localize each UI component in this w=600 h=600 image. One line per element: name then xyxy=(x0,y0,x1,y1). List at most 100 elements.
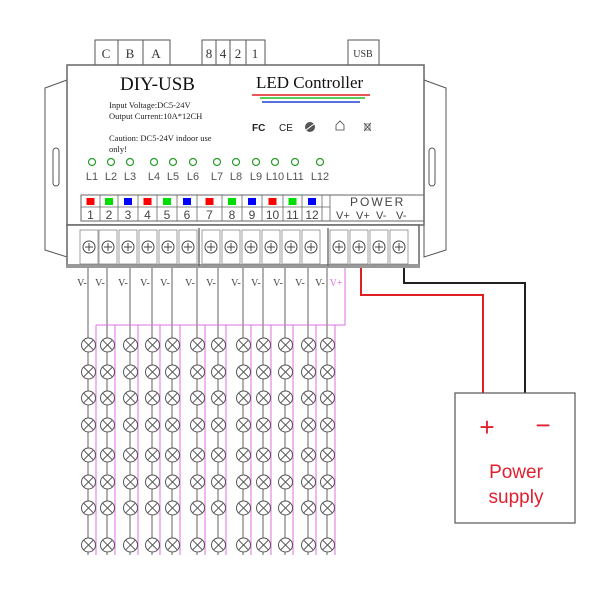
lamp-icon xyxy=(320,537,335,553)
common-bus-wire xyxy=(96,268,346,326)
lamp-icon xyxy=(236,474,251,490)
led-indicator-icon xyxy=(168,157,178,167)
lamp-icon xyxy=(190,474,205,490)
lamp-icon xyxy=(301,500,316,516)
lamp-icon xyxy=(123,417,138,433)
power-supply: + − Power supply xyxy=(454,392,576,524)
terminal-cell xyxy=(178,229,198,265)
connector-label-c: C xyxy=(102,46,111,61)
terminal-cell xyxy=(138,229,158,265)
lamp-icon xyxy=(236,417,251,433)
lamp-icon xyxy=(301,337,316,353)
usb-port: USB xyxy=(347,39,380,66)
recycle-icon xyxy=(305,122,315,132)
power-label-area: POWER V+ V+ V- V- xyxy=(336,195,407,222)
left-mounting-bracket xyxy=(44,79,68,258)
led-indicator-icon xyxy=(251,157,261,167)
lamp-icon xyxy=(100,447,115,463)
connector-label-8: 8 xyxy=(206,46,213,61)
lamp-icon xyxy=(81,537,96,553)
channel-color-swatch xyxy=(228,198,236,205)
ce-mark-icon: CE xyxy=(279,123,293,134)
lamp-icon xyxy=(320,337,335,353)
lamp-icon xyxy=(320,364,335,380)
lamp-icon xyxy=(123,364,138,380)
output-pin-label: V- xyxy=(315,278,325,289)
device-title: DIY-USB xyxy=(120,74,195,95)
terminal-cell xyxy=(261,229,281,265)
led-indicator-icon xyxy=(231,157,241,167)
power-supply-box xyxy=(454,392,576,524)
terminal-screw-icon xyxy=(101,240,115,254)
lamp-icon xyxy=(190,537,205,553)
lamp-icon xyxy=(278,474,293,490)
channel-number: 4 xyxy=(144,208,151,222)
output-pin-label: V- xyxy=(206,278,216,289)
terminal-screw-icon xyxy=(332,240,346,254)
lamp-icon xyxy=(81,474,96,490)
channel-number: 1 xyxy=(87,208,94,222)
terminal-cell xyxy=(301,229,321,265)
lamp-icon xyxy=(211,337,226,353)
lamp-icon xyxy=(81,364,96,380)
lamp-icon xyxy=(100,500,115,516)
lamp-grid xyxy=(81,337,335,553)
lamp-icon xyxy=(256,337,271,353)
led-label: L10 xyxy=(266,171,284,183)
channel-number: 3 xyxy=(125,208,132,222)
power-supply-label-line1: Power xyxy=(489,462,544,483)
terminal-cell xyxy=(221,229,241,265)
lamp-icon xyxy=(165,364,180,380)
terminal-cell xyxy=(329,229,349,265)
lamp-icon xyxy=(165,500,180,516)
lamp-icon xyxy=(123,447,138,463)
lamp-icon xyxy=(278,417,293,433)
lamp-icon xyxy=(123,337,138,353)
led-indicator-icon xyxy=(212,157,222,167)
connector-label-b: B xyxy=(126,46,135,61)
led-label: L9 xyxy=(250,171,262,183)
lamp-icon xyxy=(81,390,96,406)
channel-number: 11 xyxy=(286,208,299,222)
lamp-icon xyxy=(165,337,180,353)
output-pin-label: V- xyxy=(295,278,305,289)
lamp-icon xyxy=(81,500,96,516)
output-pin-label: V- xyxy=(185,278,195,289)
caution-text-line1: Caution: DC5-24V indoor use xyxy=(109,133,212,143)
connector-label-2: 2 xyxy=(235,46,242,61)
output-pin-label: V- xyxy=(118,278,128,289)
output-pin-label: V- xyxy=(231,278,241,289)
lamp-icon xyxy=(301,364,316,380)
terminal-cell xyxy=(349,229,369,265)
led-indicator-icon xyxy=(188,157,198,167)
led-indicator-icon xyxy=(87,157,97,167)
channel-color-swatch xyxy=(308,198,316,205)
power-wires xyxy=(360,268,526,393)
lamp-icon xyxy=(145,474,160,490)
terminal-screw-icon xyxy=(392,240,406,254)
lamp-icon xyxy=(190,500,205,516)
channel-color-swatch xyxy=(183,198,191,205)
channel-color-swatch xyxy=(248,198,256,205)
led-indicator-icon xyxy=(270,157,280,167)
lamp-icon xyxy=(256,447,271,463)
address-connector-cba: C B A xyxy=(94,39,171,66)
channel-number: 7 xyxy=(206,208,213,222)
lamp-icon xyxy=(165,390,180,406)
lamp-icon xyxy=(165,447,180,463)
power-pin-label-1: V+ xyxy=(336,210,350,222)
brand-text: LED Controller xyxy=(256,73,364,92)
lamp-icon xyxy=(81,337,96,353)
lamp-icon xyxy=(256,417,271,433)
led-label: L6 xyxy=(187,171,199,183)
lamp-icon xyxy=(236,364,251,380)
terminal-screw-icon xyxy=(121,240,135,254)
lamp-icon xyxy=(145,390,160,406)
terminal-screw-icon xyxy=(284,240,298,254)
connector-label-1: 1 xyxy=(252,46,259,61)
lamp-icon xyxy=(100,537,115,553)
lamp-icon xyxy=(123,474,138,490)
lamp-icon xyxy=(236,500,251,516)
power-pin-label-4: V- xyxy=(396,210,407,222)
